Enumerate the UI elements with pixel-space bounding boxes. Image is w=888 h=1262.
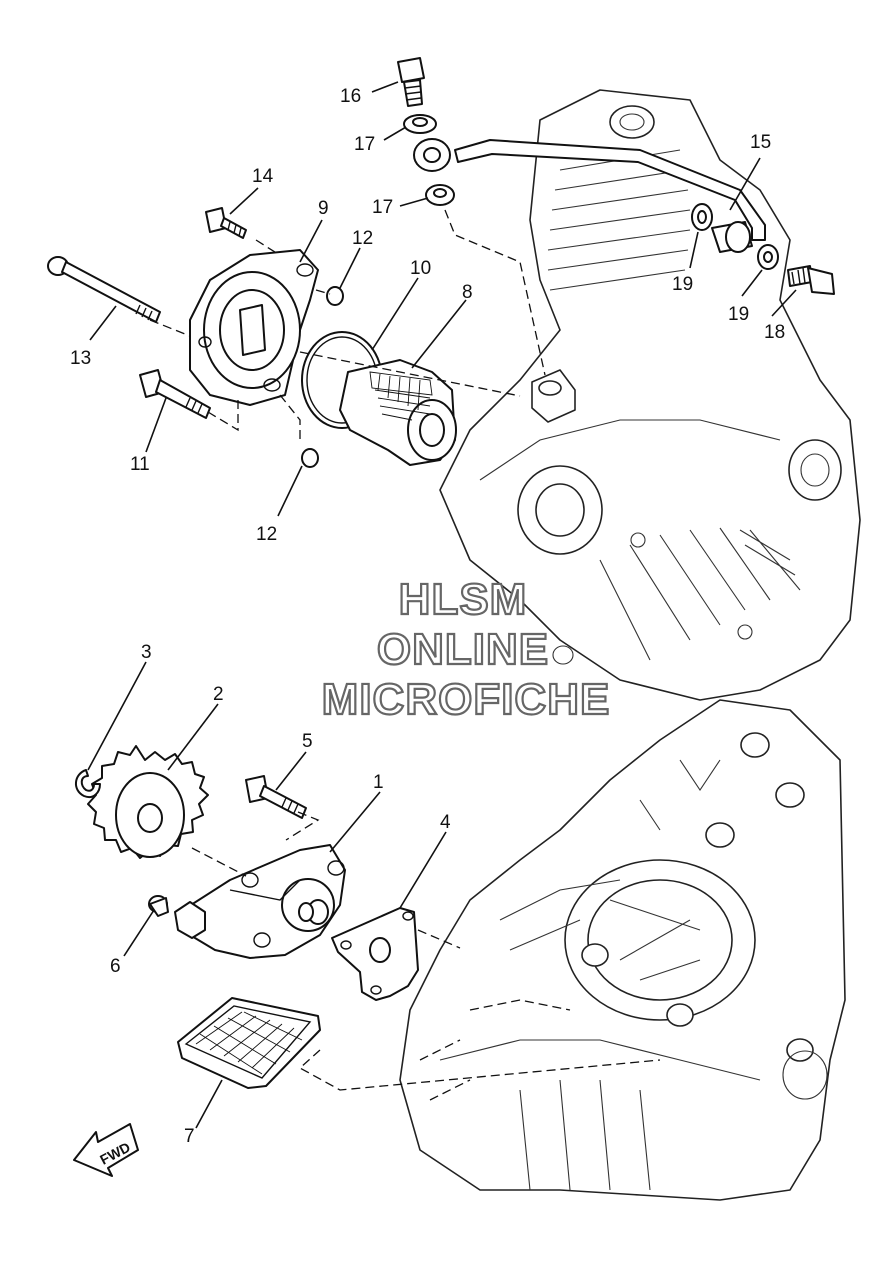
oil-pump-assy-1 (174, 844, 346, 959)
callout-2: 2 (213, 684, 224, 705)
bolt-14 (205, 207, 247, 239)
gasket-17-upper (403, 114, 437, 134)
bolt-13 (47, 256, 161, 323)
callout-6: 6 (110, 956, 121, 977)
bolt-5 (245, 775, 307, 819)
union-bolt-18 (787, 265, 835, 295)
oil-delivery-pipe (413, 138, 766, 253)
callout-10: 10 (410, 258, 431, 279)
lower-crankcase-outline (399, 699, 846, 1201)
callout-12-upper: 12 (352, 228, 373, 249)
callout-19-left: 19 (672, 274, 693, 295)
gasket-19-right (757, 244, 779, 270)
gasket-19-left (691, 203, 713, 231)
gasket-17-lower (425, 184, 455, 206)
pump-drive-gear-2 (87, 745, 209, 859)
dowel-pin-6 (148, 895, 169, 917)
callout-5: 5 (302, 731, 313, 752)
callout-7: 7 (184, 1126, 195, 1147)
gasket-4 (331, 907, 419, 1001)
bolt-11 (139, 369, 211, 419)
callout-15: 15 (750, 132, 771, 153)
watermark-line-1: HLSM (399, 575, 528, 624)
callout-14: 14 (252, 166, 274, 187)
oil-strainer-7 (177, 997, 321, 1089)
upper-crankcase-outline (439, 89, 861, 701)
callout-9: 9 (318, 198, 329, 219)
oil-filter-element-8 (339, 359, 457, 466)
callout-16: 16 (340, 86, 361, 107)
callout-8: 8 (462, 282, 473, 303)
filter-cover-9 (189, 249, 319, 406)
watermark-line-3: MICROFICHE (322, 675, 611, 724)
watermark: HLSM ONLINE MICROFICHE (321, 574, 611, 725)
callout-4: 4 (440, 812, 451, 833)
callout-19-right: 19 (728, 304, 749, 325)
callout-numbers: 16 17 17 15 19 19 18 14 9 12 10 8 13 11 … (70, 86, 785, 1147)
union-bolt-16 (397, 57, 425, 107)
assembly-lines (149, 209, 661, 1091)
fwd-arrow: FWD (73, 1123, 139, 1177)
callout-1: 1 (373, 772, 384, 793)
callout-13: 13 (70, 348, 91, 369)
callout-11: 11 (130, 454, 150, 475)
circlip-3 (75, 769, 101, 798)
o-ring-12-lower (301, 448, 319, 468)
callout-leaders (87, 81, 797, 1129)
callout-17-upper: 17 (354, 134, 375, 155)
o-ring-12-upper (326, 286, 344, 306)
callout-12-lower: 12 (256, 524, 277, 545)
callout-17-lower: 17 (372, 197, 393, 218)
callout-18: 18 (764, 322, 785, 343)
watermark-line-2: ONLINE (377, 625, 549, 674)
callout-3: 3 (141, 642, 152, 663)
